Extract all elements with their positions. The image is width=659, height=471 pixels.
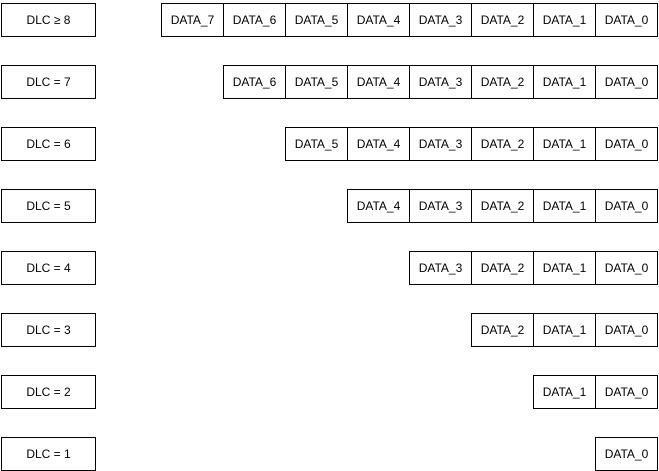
data-byte-box: DATA_7 [161, 3, 224, 37]
data-byte-box: DATA_5 [285, 65, 348, 99]
data-byte-box: DATA_2 [471, 65, 534, 99]
data-byte-box: DATA_4 [347, 65, 410, 99]
data-byte-box: DATA_5 [285, 3, 348, 37]
data-byte-box: DATA_1 [533, 375, 596, 409]
data-byte-box: DATA_1 [533, 313, 596, 347]
data-byte-box: DATA_1 [533, 127, 596, 161]
dlc-label: DLC = 7 [1, 65, 96, 99]
data-byte-box: DATA_0 [595, 251, 658, 285]
data-byte-box: DATA_2 [471, 189, 534, 223]
data-byte-box: DATA_0 [595, 375, 658, 409]
data-byte-box: DATA_2 [471, 127, 534, 161]
data-byte-box: DATA_0 [595, 313, 658, 347]
data-byte-box: DATA_4 [347, 189, 410, 223]
data-byte-box: DATA_3 [409, 251, 472, 285]
data-byte-box: DATA_3 [409, 65, 472, 99]
data-byte-box: DATA_3 [409, 3, 472, 37]
dlc-label: DLC ≥ 8 [1, 3, 96, 37]
data-byte-box: DATA_4 [347, 3, 410, 37]
data-byte-box: DATA_4 [347, 127, 410, 161]
dlc-label: DLC = 5 [1, 189, 96, 223]
dlc-label: DLC = 2 [1, 375, 96, 409]
data-byte-box: DATA_0 [595, 189, 658, 223]
dlc-label: DLC = 4 [1, 251, 96, 285]
data-byte-box: DATA_0 [595, 65, 658, 99]
data-byte-box: DATA_1 [533, 65, 596, 99]
data-byte-box: DATA_5 [285, 127, 348, 161]
data-byte-box: DATA_0 [595, 3, 658, 37]
data-byte-box: DATA_1 [533, 189, 596, 223]
data-byte-box: DATA_2 [471, 313, 534, 347]
data-byte-box: DATA_0 [595, 127, 658, 161]
data-byte-box: DATA_2 [471, 251, 534, 285]
data-byte-box: DATA_2 [471, 3, 534, 37]
dlc-label: DLC = 6 [1, 127, 96, 161]
data-byte-box: DATA_1 [533, 3, 596, 37]
dlc-label: DLC = 3 [1, 313, 96, 347]
data-byte-box: DATA_3 [409, 127, 472, 161]
data-byte-box: DATA_6 [223, 65, 286, 99]
data-byte-box: DATA_6 [223, 3, 286, 37]
data-byte-box: DATA_1 [533, 251, 596, 285]
data-byte-box: DATA_0 [595, 437, 658, 471]
data-byte-box: DATA_3 [409, 189, 472, 223]
dlc-label: DLC = 1 [1, 437, 96, 471]
